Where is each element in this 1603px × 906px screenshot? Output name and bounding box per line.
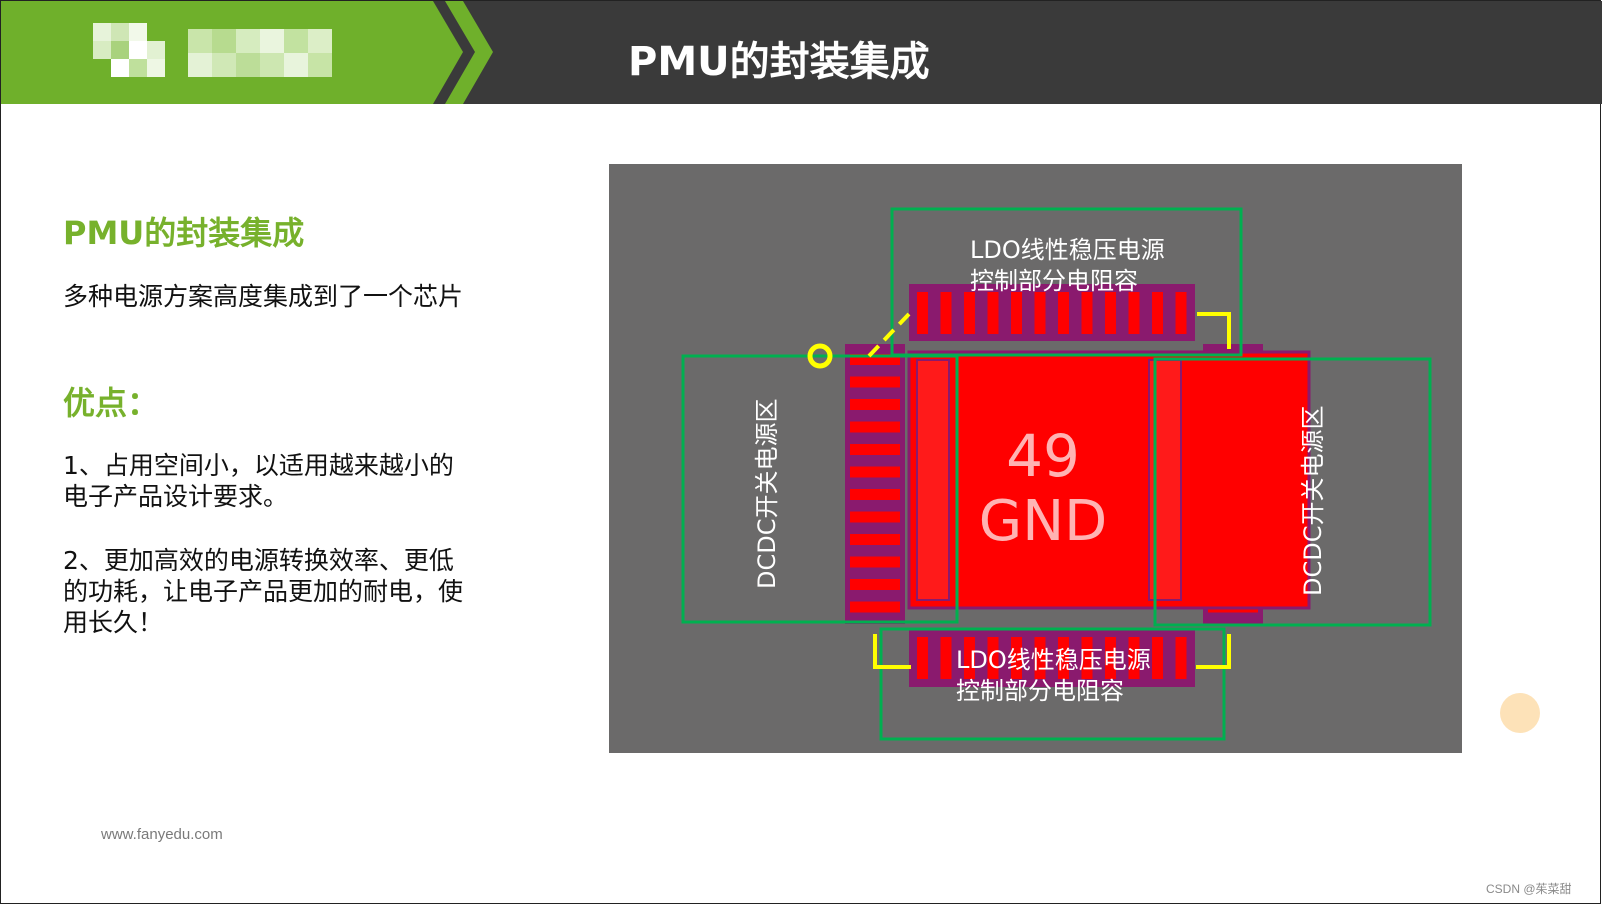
pin1-marker-icon [807, 343, 833, 369]
top-pin [1058, 292, 1069, 334]
bottom-pin [1081, 637, 1093, 679]
top-ldo-label-line-2: 控制部分电阻容 [970, 267, 1138, 295]
bottom-pin-row [909, 630, 1195, 687]
footer-url: www.fanyedu.com [101, 826, 223, 843]
top-pin [1152, 292, 1163, 334]
advantage-2-line-1: 2、更加高效的电源转换效率、更低 [63, 546, 454, 575]
top-pin [1128, 292, 1140, 334]
advantage-2-line-3: 用长久！ [63, 608, 164, 637]
csdn-watermark: CSDN @茱菜甜 [1486, 882, 1572, 896]
left-pin [850, 466, 900, 478]
corner-marker-bottom-right [1196, 634, 1231, 669]
top-ldo-label-line-1: LDO线性稳压电源 [970, 236, 1165, 264]
right-dcdc-label: DCDC开关电源区 [1299, 405, 1327, 596]
advantages-heading: 优点： [63, 384, 160, 422]
top-pin [1105, 292, 1116, 334]
left-pin [850, 444, 900, 455]
ground-pad-left-strip [916, 359, 950, 601]
top-pin [940, 292, 952, 334]
decorative-dot [1500, 693, 1540, 733]
left-pin [850, 421, 900, 433]
left-pin-strip [845, 344, 905, 624]
right-dcdc-region-outline [1153, 357, 1432, 627]
pcb-layout-graphic [681, 207, 1432, 741]
top-pin [1081, 292, 1093, 334]
header-title: PMU的封装集成 [628, 39, 930, 85]
ground-pad-name: GND [978, 489, 1108, 554]
bottom-pin [964, 637, 975, 679]
left-dcdc-label: DCDC开关电源区 [753, 398, 781, 589]
corner-marker-bottom-left [873, 634, 911, 669]
bottom-pin [987, 637, 999, 679]
top-pin-row [909, 284, 1195, 341]
description-text: 多种电源方案高度集成到了一个芯片 [63, 282, 464, 311]
bottom-ldo-label-line-1: LDO线性稳压电源 [956, 646, 1151, 674]
bottom-ldo-region-outline [879, 627, 1226, 741]
company-logo-icon [93, 23, 332, 77]
bottom-pin [1058, 637, 1069, 679]
left-pin [850, 601, 900, 613]
left-pin [850, 556, 900, 568]
top-pin [964, 292, 975, 334]
advantage-2-line-2: 的功耗，让电子产品更加的耐电，使 [63, 577, 464, 606]
left-pin [850, 511, 900, 523]
top-pin [1034, 292, 1046, 334]
left-pin-column [845, 344, 905, 624]
top-pin [1011, 292, 1022, 334]
pcb-package-diagram: LDO线性稳压电源 控制部分电阻容 LDO线性稳压电源 控制部分电阻容 DCDC… [609, 164, 1462, 753]
bottom-pin [1034, 637, 1046, 679]
top-pin-strip [909, 284, 1195, 341]
advantage-1-line-1: 1、占用空间小，以适用越来越小的 [63, 451, 454, 480]
top-ldo-region-outline [890, 207, 1243, 357]
bottom-pin [1011, 637, 1022, 679]
left-pin [850, 399, 900, 410]
left-pin [850, 354, 900, 365]
bottom-pin [917, 637, 928, 679]
bottom-pin [940, 637, 952, 679]
left-pin [850, 376, 900, 388]
section-title: PMU的封装集成 [63, 214, 305, 252]
top-pin [917, 292, 928, 334]
bottom-pin [1105, 637, 1116, 679]
pin1-indicator-line [867, 312, 911, 358]
ground-pad-number: 49 [1006, 422, 1080, 490]
bottom-pin-strip [909, 630, 1195, 687]
bottom-pin [1152, 637, 1163, 679]
top-pin [987, 292, 999, 334]
exposed-ground-pad [907, 350, 1311, 610]
top-pin [1175, 292, 1187, 334]
corner-marker-top-right [1197, 312, 1231, 349]
left-pin [850, 489, 900, 500]
bottom-pin [1128, 637, 1140, 679]
left-pin [850, 534, 900, 545]
left-pin [850, 579, 900, 590]
advantage-1-line-2: 电子产品设计要求。 [63, 482, 289, 511]
slide-header: PMU的封装集成 [1, 1, 1602, 104]
bottom-pin [1175, 637, 1187, 679]
left-dcdc-region-outline [681, 354, 959, 624]
bottom-ldo-label-line-2: 控制部分电阻容 [956, 677, 1124, 705]
